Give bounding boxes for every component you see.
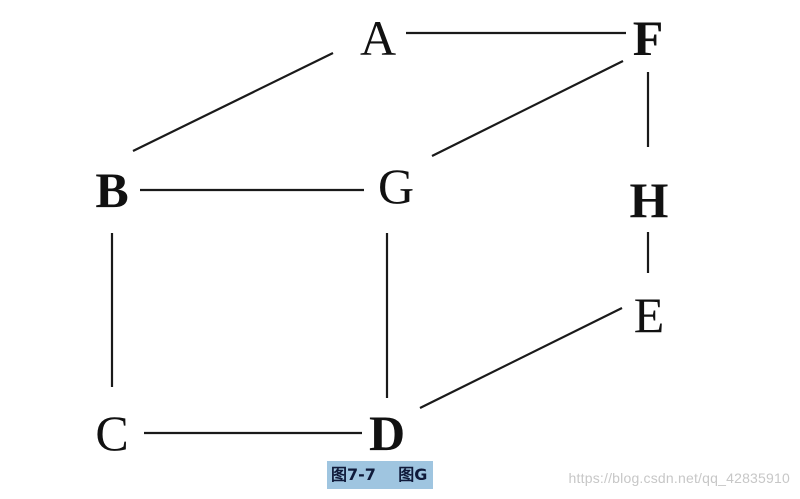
node-e: E <box>634 287 665 343</box>
node-g: G <box>378 158 414 214</box>
node-a: A <box>360 10 396 66</box>
node-d: D <box>369 405 405 461</box>
graph-edges <box>110 31 650 435</box>
figure-caption: 图7-7 图G <box>327 461 434 489</box>
edge-e-d <box>419 307 623 409</box>
watermark-url: https://blog.csdn.net/qq_42835910 <box>568 470 790 486</box>
edge-f-g <box>431 60 624 157</box>
node-h: H <box>630 172 669 228</box>
node-f: F <box>633 10 664 66</box>
edge-a-b <box>132 52 334 152</box>
graph-nodes: A F B G H E C D <box>95 10 668 461</box>
node-b: B <box>95 162 128 218</box>
node-c: C <box>95 405 128 461</box>
